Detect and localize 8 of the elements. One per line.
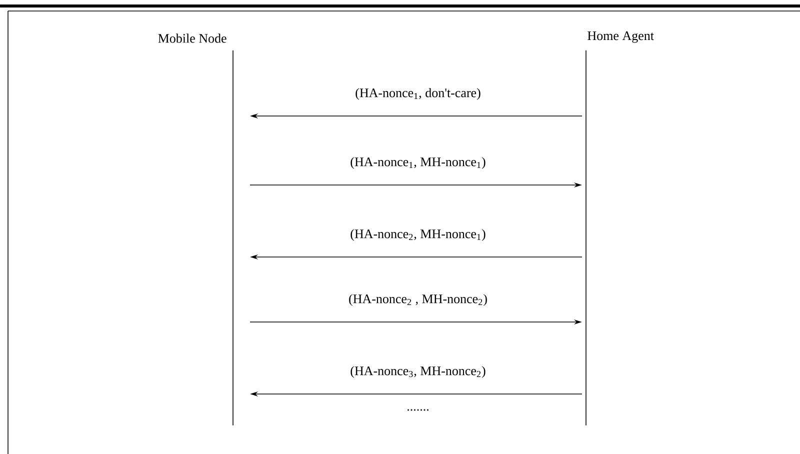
edge-label: (HA-nonce$_{1}$, MH-nonce$_{1}$)	[350, 157, 486, 169]
lifeline: Home Agent	[586, 31, 654, 426]
edge-label: (HA-nonce$_{1}$, don't-care)	[356, 88, 480, 100]
ellipsis-note: .......	[408, 409, 429, 411]
edge-label: (HA-nonce$_{2}$, MH-nonce$_{1}$)	[350, 229, 486, 241]
edge-label: (HA-nonce$_{2}$ , MH-nonce$_{2}$)	[349, 294, 487, 306]
lifeline: Mobile Node	[158, 34, 234, 426]
edge-label: (HA-nonce$_{3}$, MH-nonce$_{2}$)	[350, 366, 486, 378]
